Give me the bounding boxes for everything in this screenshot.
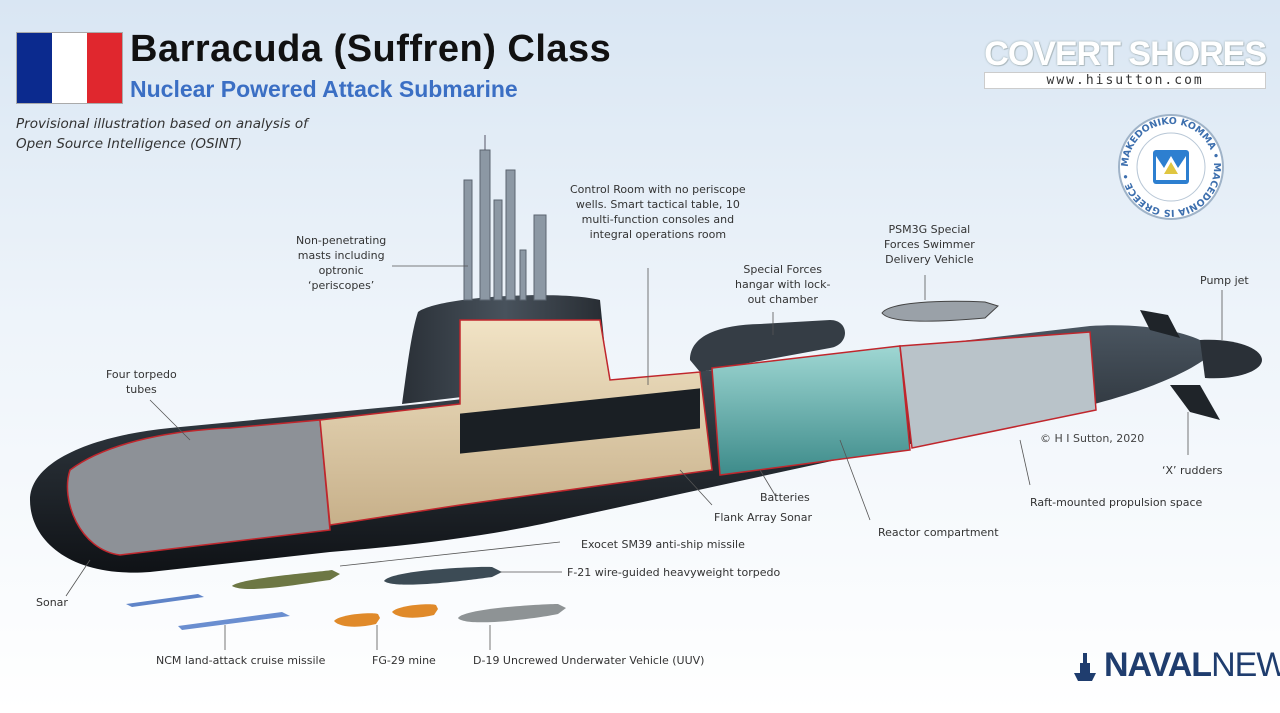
ship-icon — [1074, 652, 1096, 681]
cutaway-propulsion — [899, 331, 1097, 449]
label-reactor: Reactor compartment — [878, 526, 999, 539]
brand-url: www.hisutton.com — [984, 72, 1266, 89]
fg29-mine-2 — [392, 604, 438, 618]
label-psm3g-line: PSM3G Special — [888, 223, 971, 236]
label-psm3g: PSM3G Special Forces Swimmer Delivery Ve… — [884, 222, 975, 267]
flag-stripe-red — [87, 33, 122, 103]
label-control-room-line: wells. Smart tactical table, 10 — [575, 198, 740, 211]
note-line-1: Provisional illustration based on analys… — [16, 116, 308, 132]
label-pump-jet: Pump jet — [1200, 274, 1249, 287]
brand-name: COVERT SHORES — [984, 35, 1267, 73]
label-hangar-line: Special Forces — [743, 263, 823, 276]
label-control-room-line: Control Room with no periscope — [570, 183, 746, 196]
label-torpedo-tubes: Four torpedo tubes — [106, 367, 177, 397]
provisional-note: Provisional illustration based on analys… — [16, 114, 336, 154]
masts — [463, 135, 547, 301]
page-title: Barracuda (Suffren) Class — [130, 28, 612, 70]
hangar-shelter — [690, 320, 845, 372]
macedonia-seal-icon: MAKEDONIKO KOMMA • MACEDONIA IS GREECE • — [1118, 114, 1224, 220]
label-hangar-line: out chamber — [747, 293, 818, 306]
label-torpedo-tubes-line: Four torpedo — [106, 368, 177, 381]
copyright-credit: © H I Sutton, 2020 — [1040, 432, 1145, 445]
publisher-part-2: NEWS — [1211, 646, 1280, 684]
d19-uuv — [458, 604, 566, 623]
leader-lines — [65, 265, 1223, 650]
label-masts-line: masts including — [297, 249, 385, 262]
cutaway-reactor — [711, 345, 911, 476]
pump-jet — [1200, 339, 1262, 379]
flag-stripe-white — [52, 33, 87, 103]
label-batteries: Batteries — [760, 491, 810, 504]
label-raft: Raft-mounted propulsion space — [1030, 496, 1203, 509]
label-control-room-line: integral operations room — [589, 228, 727, 241]
label-psm3g-line: Delivery Vehicle — [885, 253, 974, 266]
page-subtitle: Nuclear Powered Attack Submarine — [130, 76, 518, 102]
covert-shores-logo: COVERT SHORES www.hisutton.com — [984, 35, 1267, 89]
french-flag — [16, 32, 123, 104]
label-torpedo-tubes-line: tubes — [125, 383, 157, 396]
label-control-room-line: multi-function consoles and — [581, 213, 735, 226]
label-f21: F-21 wire-guided heavyweight torpedo — [567, 566, 781, 579]
ncm-missile-small — [126, 594, 204, 607]
label-masts: Non-penetrating masts including optronic… — [296, 233, 386, 293]
label-hangar: Special Forces hangar with lock- out cha… — [735, 262, 830, 307]
label-d19: D-19 Uncrewed Underwater Vehicle (UUV) — [473, 654, 705, 667]
x-rudder-top — [1140, 310, 1180, 338]
x-rudder-bottom — [1170, 385, 1220, 420]
label-masts-line: Non-penetrating — [296, 234, 387, 247]
exocet-missile — [232, 570, 340, 590]
label-hangar-line: hangar with lock- — [735, 278, 831, 291]
label-masts-line: optronic — [318, 264, 364, 277]
label-fg29: FG-29 mine — [372, 654, 436, 667]
label-masts-line: ‘periscopes’ — [307, 279, 375, 292]
label-flank-array: Flank Array Sonar — [714, 511, 813, 524]
flag-stripe-blue — [17, 33, 52, 103]
fg29-mine-1 — [334, 613, 380, 627]
label-exocet: Exocet SM39 anti-ship missile — [581, 538, 745, 551]
psm3g-sdv — [881, 300, 999, 322]
label-ncm: NCM land-attack cruise missile — [156, 654, 326, 667]
label-control-room: Control Room with no periscope wells. Sm… — [570, 182, 746, 242]
publisher-name: NAVALNEWS — [1104, 646, 1280, 685]
label-sonar: Sonar — [36, 596, 68, 609]
cutaway-bow — [66, 419, 331, 556]
label-x-rudders: ‘X’ rudders — [1162, 464, 1223, 477]
note-line-2: Open Source Intelligence (OSINT) — [16, 136, 243, 152]
ncm-missile — [178, 612, 290, 630]
naval-news-logo: NAVALNEWS — [1072, 646, 1280, 685]
label-psm3g-line: Forces Swimmer — [884, 238, 975, 251]
publisher-part-1: NAVAL — [1104, 646, 1212, 684]
flank-array — [460, 388, 700, 454]
f21-torpedo — [384, 566, 502, 585]
